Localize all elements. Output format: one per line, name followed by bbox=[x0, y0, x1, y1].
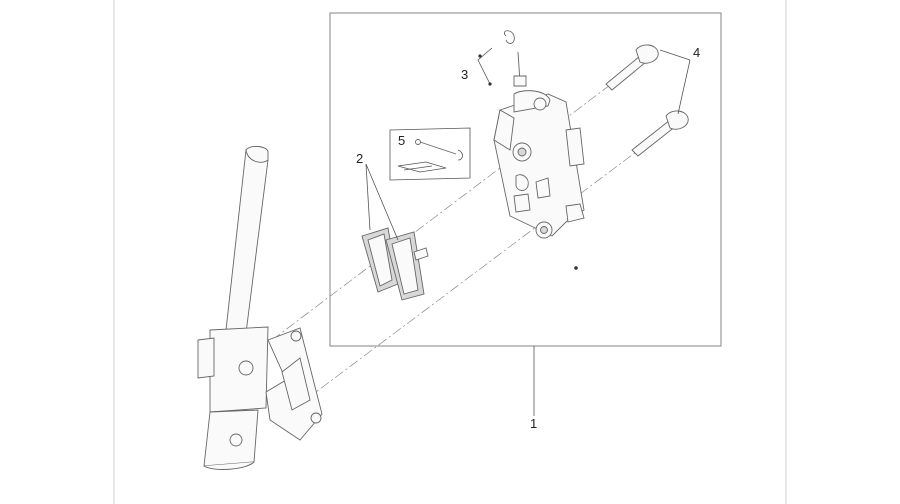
callout-1: 1 bbox=[530, 416, 537, 431]
brake-caliper-body bbox=[493, 90, 585, 270]
bleed-screw bbox=[504, 30, 527, 87]
fork-leg bbox=[197, 145, 269, 470]
alignment-axes bbox=[271, 84, 637, 411]
pad-pin-kit bbox=[389, 127, 471, 181]
callout-3: 3 bbox=[461, 67, 468, 82]
callout-5: 5 bbox=[398, 133, 405, 148]
mounting-bolts bbox=[605, 44, 689, 157]
leader-lines bbox=[365, 49, 691, 416]
callout-4: 4 bbox=[693, 45, 700, 60]
caliper-mount-bracket bbox=[265, 327, 323, 441]
caliper-assembly-box bbox=[329, 12, 722, 347]
callout-2: 2 bbox=[356, 151, 363, 166]
brake-pads bbox=[361, 227, 429, 301]
callout-3-bracket bbox=[477, 47, 493, 86]
